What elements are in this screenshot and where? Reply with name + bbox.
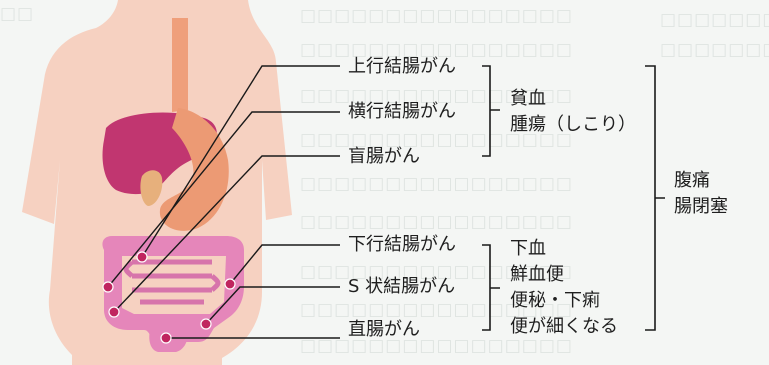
- tumor-dot-rectum: [160, 332, 172, 344]
- tumor-dot-sigmoid: [200, 318, 212, 330]
- leader-cecum: [113, 155, 340, 313]
- label-sigmoid-colon-cancer: S 状結腸がん: [348, 276, 456, 297]
- label-descending-colon-cancer: 下行結腸がん: [348, 234, 456, 255]
- label-rectal-cancer: 直腸がん: [348, 319, 420, 340]
- bracket-common: [645, 65, 665, 331]
- brackets: [482, 65, 665, 331]
- leader-descending: [229, 244, 340, 285]
- tumor-dot-descending: [224, 278, 236, 290]
- label-transverse-colon-cancer: 横行結腸がん: [348, 101, 456, 122]
- leader-ascending: [141, 65, 340, 258]
- bracket-right-colon: [482, 65, 500, 157]
- small-intestine: [123, 259, 221, 305]
- tumor-markers: [102, 251, 236, 344]
- tumor-dot-cecum: [108, 306, 120, 318]
- leader-transverse: [107, 111, 340, 288]
- symptom-tumor-lump: 腫瘍（しこり）: [510, 114, 636, 135]
- esophagus: [172, 18, 188, 112]
- tumor-dot-ascending: [136, 251, 148, 263]
- symptom-thin-stool: 便が細くなる: [510, 316, 618, 337]
- symptom-bright-blood-stool: 鮮血便: [510, 264, 564, 285]
- large-intestine: [102, 236, 244, 342]
- tumor-dot-transverse: [102, 281, 114, 293]
- symptom-abdominal-pain: 腹痛: [674, 170, 710, 191]
- bracket-left-colon: [482, 244, 500, 331]
- label-cecum-cancer: 盲腸がん: [348, 146, 420, 167]
- label-ascending-colon-cancer: 上行結腸がん: [348, 56, 456, 77]
- symptom-melena: 下血: [510, 238, 546, 259]
- gallbladder: [140, 170, 163, 206]
- leader-sigmoid: [205, 286, 340, 325]
- symptom-bowel-obstruction: 腸閉塞: [674, 196, 728, 217]
- symptom-constipation-diarrhea: 便秘・下痢: [510, 290, 600, 311]
- leader-lines: [107, 65, 340, 339]
- symptom-anemia: 貧血: [510, 88, 546, 109]
